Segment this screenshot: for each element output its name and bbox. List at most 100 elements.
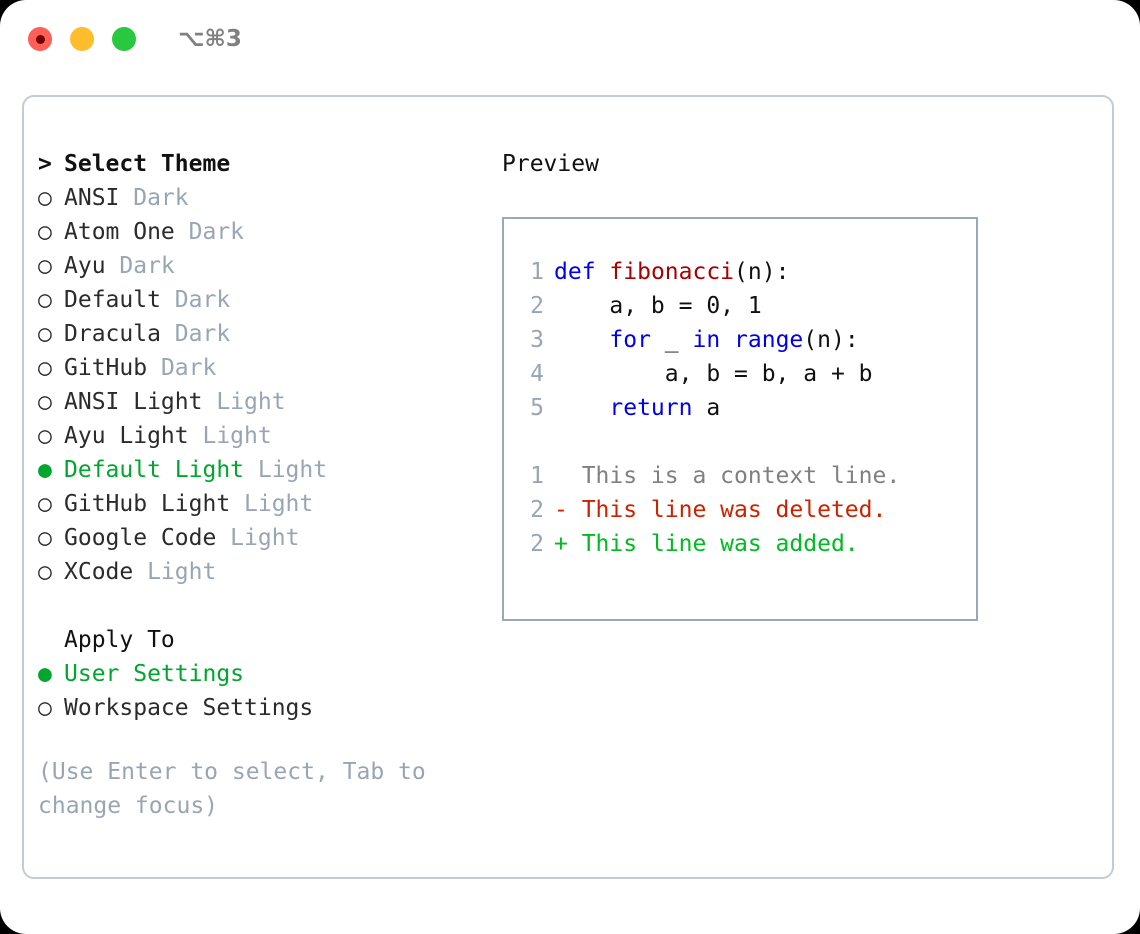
apply-to-option[interactable]: ● User Settings — [38, 657, 498, 691]
code-line: 1 def fibonacci(n): — [518, 255, 976, 289]
code-line: 2 a, b = 0, 1 — [518, 289, 976, 323]
line-number: 5 — [530, 395, 544, 421]
list-spacer — [38, 589, 498, 623]
theme-name: Default Light — [64, 457, 245, 483]
select-theme-header: > Select Theme — [38, 147, 498, 181]
theme-name: ANSI — [64, 185, 120, 211]
line-number: 1 — [530, 463, 544, 489]
radio-unselected-icon: ○ — [38, 355, 52, 381]
theme-list-item[interactable]: ○ Ayu Light Light — [38, 419, 498, 453]
theme-variant-tag: Light — [188, 423, 272, 449]
radio-unselected-icon: ○ — [38, 559, 52, 585]
theme-variant-tag: Dark — [119, 185, 189, 211]
theme-list-item[interactable]: ○ ANSI Light Light — [38, 385, 498, 419]
close-button[interactable] — [28, 27, 52, 51]
theme-variant-tag: Light — [202, 389, 286, 415]
radio-unselected-icon: ○ — [38, 491, 52, 517]
theme-variant-tag: Dark — [160, 321, 231, 347]
radio-unselected-icon: ○ — [38, 423, 52, 449]
code-token: for — [609, 327, 651, 353]
theme-list-item[interactable]: ○GitHub Dark — [38, 351, 498, 385]
theme-variant-tag: Light — [230, 491, 314, 517]
theme-name: Dracula — [64, 321, 161, 347]
preview-column: Preview 1 def fibonacci(n): 2 a, b = 0, 1 3… — [502, 147, 1102, 621]
theme-variant-tag: Dark — [147, 355, 217, 381]
code-line: 5 return a — [518, 391, 976, 425]
radio-unselected-icon: ○ — [38, 185, 52, 211]
radio-unselected-icon: ○ — [38, 695, 52, 721]
theme-variant-tag: Dark — [160, 287, 231, 313]
preview-title: Preview — [502, 151, 599, 177]
dialog-panel: > Select Theme ○ ANSI Dark ○ Atom One Dark ○ A… — [22, 95, 1114, 879]
theme-list-item[interactable]: ○ GitHub Light Light — [38, 487, 498, 521]
code-line: 4 a, b = b, a + b — [518, 357, 976, 391]
keyboard-hint: (Use Enter to select, Tab to change focu… — [38, 759, 426, 819]
radio-selected-icon: ● — [38, 457, 52, 483]
theme-list-item[interactable]: ○ Atom One Dark — [38, 215, 498, 249]
theme-name: Default — [64, 287, 161, 313]
theme-list-item[interactable]: ○ Ayu Dark — [38, 249, 498, 283]
radio-unselected-icon: ○ — [38, 389, 52, 415]
prompt-caret-icon: > — [38, 151, 52, 177]
theme-list: ○ ANSI Dark ○ Atom One Dark ○ Ayu Dark ○ Defaul… — [38, 181, 498, 589]
line-number: 2 — [530, 497, 544, 523]
apply-to-option-label: Workspace Settings — [64, 695, 314, 721]
code-token: fibonacci — [609, 259, 735, 285]
code-token — [720, 327, 734, 353]
theme-list-item[interactable]: ○ Dracula Dark — [38, 317, 498, 351]
apply-to-label: Apply To — [64, 627, 175, 653]
titlebar: ⌥⌘3 — [0, 0, 1140, 78]
theme-list-item[interactable]: ○ Default Dark — [38, 283, 498, 317]
line-number: 1 — [530, 259, 544, 285]
theme-name: XCode — [64, 559, 134, 585]
recording-dot-icon — [35, 34, 45, 44]
page-title: Select Theme — [64, 151, 231, 177]
code-token: a, b = 0, 1 — [554, 293, 762, 319]
diff-block: 1 This is a context line. 2 - This line wa… — [518, 459, 976, 561]
line-number: 3 — [530, 327, 544, 353]
code-token — [596, 259, 610, 285]
maximize-button[interactable] — [112, 27, 136, 51]
code-token — [554, 327, 609, 353]
code-token: range — [734, 327, 804, 353]
theme-list-item[interactable]: ○ ANSI Dark — [38, 181, 498, 215]
theme-name: Ayu Light — [64, 423, 189, 449]
diff-line-text: - This line was deleted. — [554, 497, 887, 523]
diff-line-text: This is a context line. — [554, 463, 901, 489]
theme-variant-tag: Light — [244, 457, 328, 483]
theme-variant-tag: Light — [133, 559, 217, 585]
theme-name: Google Code — [64, 525, 217, 551]
code-token: def — [554, 259, 596, 285]
diff-line-add: 2+ This line was added. — [518, 527, 976, 561]
diff-line-ctx: 1 This is a context line. — [518, 459, 976, 493]
theme-name: Ayu — [64, 253, 106, 279]
theme-variant-tag: Dark — [105, 253, 175, 279]
theme-name: ANSI Light — [64, 389, 203, 415]
code-token: (n): — [734, 259, 790, 285]
theme-list-item[interactable]: ● Default Light Light — [38, 453, 498, 487]
theme-variant-tag: Dark — [174, 219, 245, 245]
apply-to-option-label: User Settings — [64, 661, 245, 687]
apply-to-list: ● User Settings ○ Workspace Settings — [38, 657, 498, 725]
theme-name: GitHub Light — [64, 491, 231, 517]
theme-list-item[interactable]: ○Google Code Light — [38, 521, 498, 555]
code-token — [554, 395, 609, 421]
line-number: 4 — [530, 361, 544, 387]
radio-unselected-icon: ○ — [38, 219, 52, 245]
radio-unselected-icon: ○ — [38, 253, 52, 279]
code-token: a — [692, 395, 721, 421]
line-number: 2 — [530, 293, 544, 319]
line-number: 2 — [530, 531, 544, 557]
theme-name: Atom One — [64, 219, 175, 245]
minimize-button[interactable] — [70, 27, 94, 51]
radio-unselected-icon: ○ — [38, 321, 52, 347]
radio-unselected-icon: ○ — [38, 287, 52, 313]
theme-list-item[interactable]: ○ XCode Light — [38, 555, 498, 589]
radio-selected-icon: ● — [38, 661, 52, 687]
theme-variant-tag: Light — [216, 525, 300, 551]
apply-to-option[interactable]: ○ Workspace Settings — [38, 691, 498, 725]
keyboard-shortcut-label: ⌥⌘3 — [178, 26, 242, 52]
code-diff-separator — [518, 425, 976, 459]
